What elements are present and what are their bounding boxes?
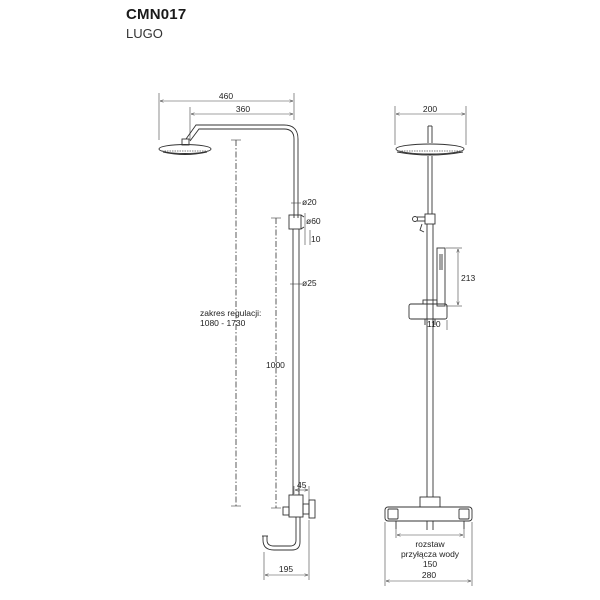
dim-head-diameter: 200 [423,104,437,114]
dim-arm-length: 360 [236,104,250,114]
model-code: CMN017 [126,6,187,23]
dim-slider-width: 110 [427,319,441,329]
side-view: 460 360 ø20 [158,91,321,580]
spacing-value: 150 [423,559,437,569]
dim-handshower-height: 213 [461,273,475,283]
adjust-label-line1: zakres regulacji: [200,308,261,318]
dim-bracket-depth: 10 [311,234,321,244]
front-main-column [426,224,434,497]
dim-pipe-diameter-top: ø20 [302,197,317,207]
wall-bracket [288,213,311,245]
model-name: LUGO [126,26,163,41]
spacing-label-line2: przyłącza wody [401,549,460,559]
adjust-label-line2: 1080 - 1730 [200,318,246,328]
dim-pipe-diameter-main: ø25 [302,278,317,288]
hand-shower [436,247,446,307]
mixer-side [282,494,316,528]
mixer-front [384,496,473,530]
front-upper-pipe [427,125,433,214]
dim-spout-length: 195 [279,564,293,574]
main-column [292,229,300,495]
dim-mixer-width: 280 [422,570,436,580]
spacing-label-line1: rozstaw [415,539,445,549]
dim-spout-offset: 45 [297,480,307,490]
slider-holder [408,299,448,325]
shower-head-side [158,138,212,155]
dim-overall-width: 460 [219,91,233,101]
front-wall-bracket [412,213,436,233]
shower-head-front [395,143,465,156]
dim-wall-bracket-diameter: ø60 [306,216,321,226]
overhead-arm [185,124,299,200]
front-view: 200 [384,104,475,586]
bath-spout [262,528,301,551]
dim-height: 1000 [266,360,285,370]
